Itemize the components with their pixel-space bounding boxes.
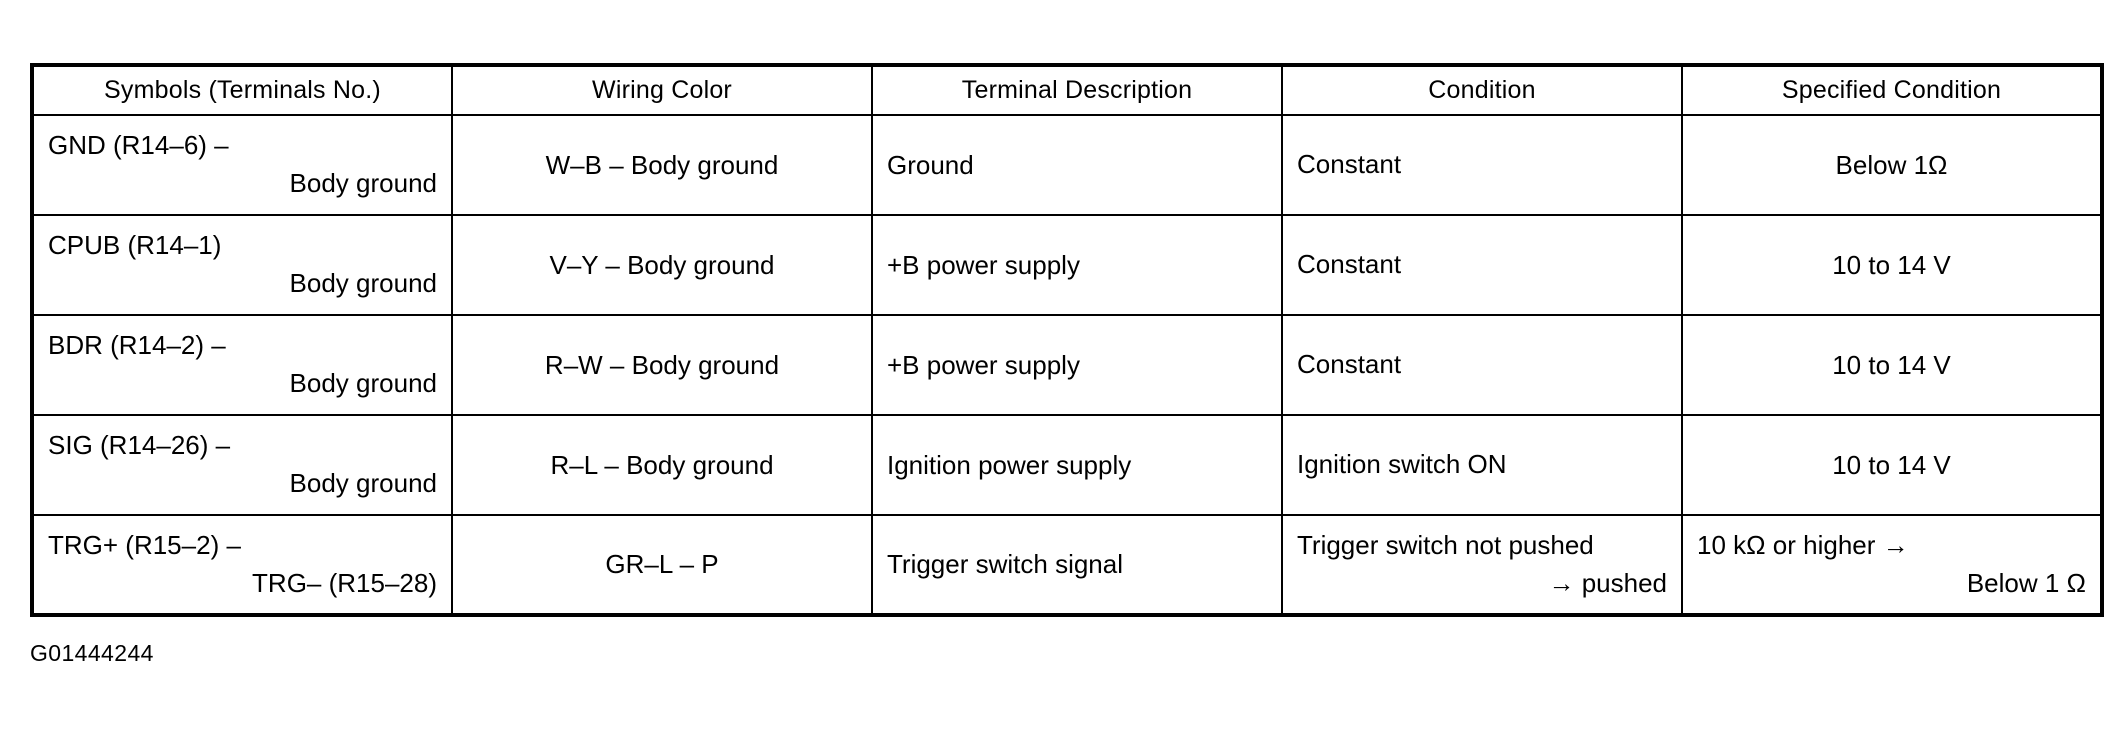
cell-condition: Constant xyxy=(1281,114,1683,216)
symbols-line-2: Body ground xyxy=(289,368,437,398)
symbols-line-2: Body ground xyxy=(289,168,437,198)
symbols-text: BDR (R14–2) – Body ground xyxy=(48,327,437,402)
column-header-specified-condition: Specified Condition xyxy=(1681,64,2103,116)
terminal-spec-table: Symbols (Terminals No.) Wiring Color Ter… xyxy=(30,63,2104,617)
cell-terminal-description: Ignition power supply xyxy=(871,414,1283,516)
cell-specified-condition: 10 to 14 V xyxy=(1681,214,2103,316)
cell-condition: Ignition switch ON xyxy=(1281,414,1683,516)
symbols-line-2: Body ground xyxy=(289,468,437,498)
table-row: SIG (R14–26) – Body ground R–L – Body gr… xyxy=(31,414,2103,516)
specified-line-2: Below 1 Ω xyxy=(1966,567,2086,598)
symbols-text: CPUB (R14–1) Body ground xyxy=(48,227,437,302)
column-header-condition: Condition xyxy=(1281,64,1683,116)
symbols-line-1: CPUB (R14–1) xyxy=(48,230,222,261)
cell-specified-condition: 10 kΩ or higher → Below 1 Ω xyxy=(1681,514,2103,616)
table-row: GND (R14–6) – Body ground W–B – Body gro… xyxy=(31,114,2103,216)
cell-condition: Constant xyxy=(1281,214,1683,316)
cell-condition: Trigger switch not pushed → pushed xyxy=(1281,514,1683,616)
symbols-line-1: TRG+ (R15–2) – xyxy=(48,529,241,560)
cell-terminal-description: +B power supply xyxy=(871,214,1283,316)
cell-wiring-color: V–Y – Body ground xyxy=(451,214,873,316)
cell-symbols: TRG+ (R15–2) – TRG– (R15–28) xyxy=(31,514,453,616)
symbols-text: SIG (R14–26) – Body ground xyxy=(48,427,437,502)
table-row: BDR (R14–2) – Body ground R–W – Body gro… xyxy=(31,314,2103,416)
condition-line-1: Trigger switch not pushed xyxy=(1297,529,1594,560)
symbols-line-1: BDR (R14–2) – xyxy=(48,330,226,361)
condition-line-1: Ignition switch ON xyxy=(1297,449,1507,480)
spec-table-container: Symbols (Terminals No.) Wiring Color Ter… xyxy=(30,63,2104,617)
cell-symbols: BDR (R14–2) – Body ground xyxy=(31,314,453,416)
symbols-text: GND (R14–6) – Body ground xyxy=(48,127,437,202)
symbols-line-2: TRG– (R15–28) xyxy=(252,567,437,598)
specified-line-1: 10 kΩ or higher → xyxy=(1697,529,1909,560)
condition-line-1: Constant xyxy=(1297,349,1402,380)
column-header-wiring-color: Wiring Color xyxy=(451,64,873,116)
symbols-text: TRG+ (R15–2) – TRG– (R15–28) xyxy=(48,527,437,602)
cell-wiring-color: GR–L – P xyxy=(451,514,873,616)
cell-specified-condition: 10 to 14 V xyxy=(1681,414,2103,516)
condition-line-1: Constant xyxy=(1297,249,1402,280)
cell-wiring-color: R–L – Body ground xyxy=(451,414,873,516)
cell-terminal-description: Trigger switch signal xyxy=(871,514,1283,616)
cell-specified-condition: Below 1Ω xyxy=(1681,114,2103,216)
table-row: TRG+ (R15–2) – TRG– (R15–28) GR–L – P Tr… xyxy=(31,514,2103,616)
cell-symbols: CPUB (R14–1) Body ground xyxy=(31,214,453,316)
table-row: CPUB (R14–1) Body ground V–Y – Body grou… xyxy=(31,214,2103,316)
condition-line-2: → pushed xyxy=(1548,567,1667,598)
cell-terminal-description: +B power supply xyxy=(871,314,1283,416)
symbols-line-1: SIG (R14–26) – xyxy=(48,430,231,461)
cell-terminal-description: Ground xyxy=(871,114,1283,216)
column-header-symbols: Symbols (Terminals No.) xyxy=(31,64,453,116)
table-header: Symbols (Terminals No.) Wiring Color Ter… xyxy=(31,64,2103,116)
cell-wiring-color: W–B – Body ground xyxy=(451,114,873,216)
cell-symbols: SIG (R14–26) – Body ground xyxy=(31,414,453,516)
column-header-terminal-description: Terminal Description xyxy=(871,64,1283,116)
condition-line-1: Constant xyxy=(1297,149,1402,180)
table-body: GND (R14–6) – Body ground W–B – Body gro… xyxy=(31,114,2103,616)
figure-caption: G01444244 xyxy=(30,640,154,666)
header-row: Symbols (Terminals No.) Wiring Color Ter… xyxy=(31,64,2103,116)
symbols-line-1: GND (R14–6) – xyxy=(48,130,229,161)
cell-symbols: GND (R14–6) – Body ground xyxy=(31,114,453,216)
cell-condition: Constant xyxy=(1281,314,1683,416)
symbols-line-2: Body ground xyxy=(289,268,437,298)
cell-specified-condition: 10 to 14 V xyxy=(1681,314,2103,416)
cell-wiring-color: R–W – Body ground xyxy=(451,314,873,416)
